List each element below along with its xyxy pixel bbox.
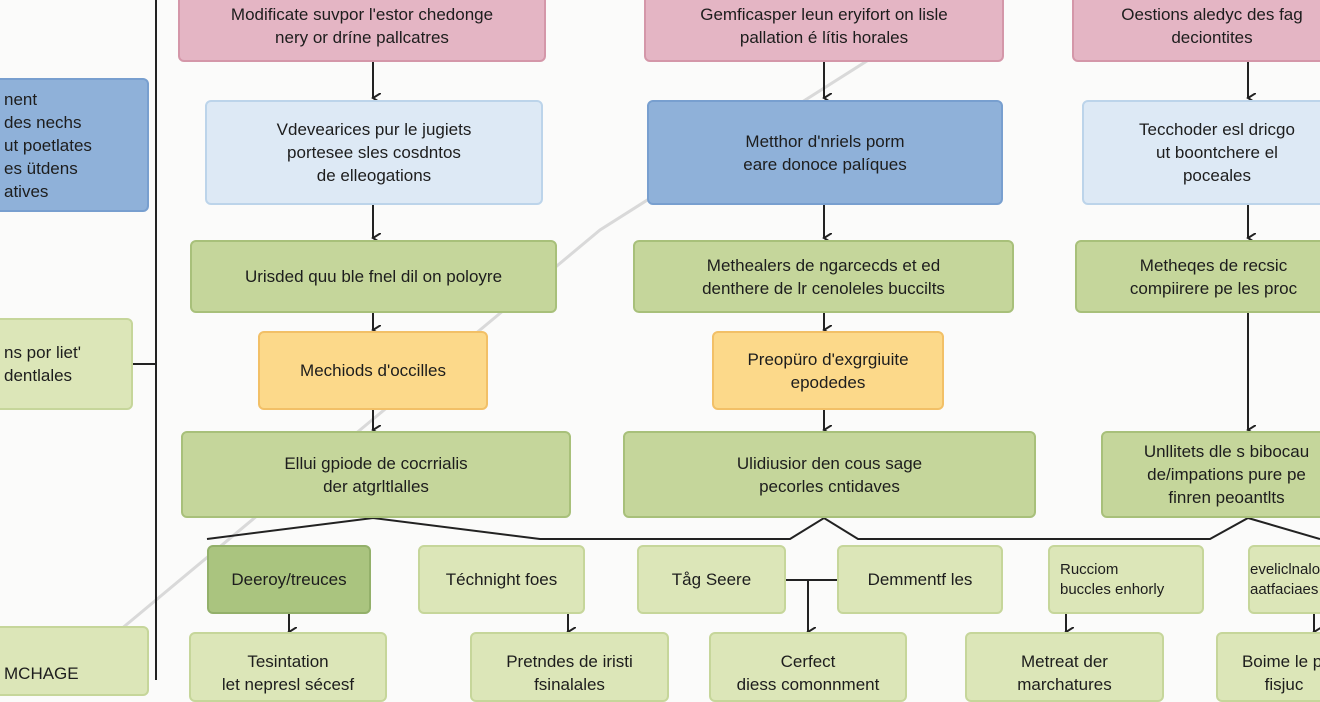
col1-third-node: Urisded quu ble fnel dil on poloyre xyxy=(190,240,557,313)
row-node-a: Deeroy/treuces xyxy=(207,545,371,614)
row-node-e: Rucciom buccles enhorly xyxy=(1048,545,1204,614)
left-node-bottom: MCHAGE xyxy=(0,626,149,696)
bottom-node-d: Metreat der marchatures xyxy=(965,632,1164,702)
col2-fourth-node: Preopüro d'exgrgiuite epodedes xyxy=(712,331,944,410)
col1-top-node: Modificate suvpor l'estor chedonge nery … xyxy=(178,0,546,62)
col3-second-node: Tecchoder esl dricgo ut boontchere el po… xyxy=(1082,100,1320,205)
left-node-green: ns por liet' dentlales xyxy=(0,318,133,410)
row-node-f: eveliclnalon aatfaciaes pecio xyxy=(1248,545,1320,614)
col2-second-node: Metthor d'nriels porm eare donoce palíqu… xyxy=(647,100,1003,205)
row-node-d: Demmentf les xyxy=(837,545,1003,614)
left-node-blue: nent des nechs ut poetlates es ütdens at… xyxy=(0,78,149,212)
col3-third-node: Metheqes de recsic compiirere pe les pro… xyxy=(1075,240,1320,313)
bottom-node-b: Pretndes de iristi fsinalales xyxy=(470,632,669,702)
bottom-node-e: Boime le pl fisjuc xyxy=(1216,632,1320,702)
col1-fifth-node: Ellui gpiode de cocrrialis der atgrltlal… xyxy=(181,431,571,518)
col3-fifth-node: Unllitets dle s bibocau de/impations pur… xyxy=(1101,431,1320,518)
row-node-b: Téchnight foes xyxy=(418,545,585,614)
col1-fourth-node: Mechiods d'occilles xyxy=(258,331,488,410)
col2-third-node: Methealers de ngarcecds et ed denthere d… xyxy=(633,240,1014,313)
col1-second-node: Vdevearices pur le jugiets portesee sles… xyxy=(205,100,543,205)
col2-top-node: Gemficasper leun eryifort on lisle palla… xyxy=(644,0,1004,62)
bottom-node-c: Cerfect diess comonnment xyxy=(709,632,907,702)
row-node-c: Tåg Seere xyxy=(637,545,786,614)
bottom-node-a: Tesintation let nepresl sécesf xyxy=(189,632,387,702)
col2-fifth-node: Ulidiusior den cous sage pecorles cntida… xyxy=(623,431,1036,518)
col3-top-node: Oestions aledyc des fag deciontites xyxy=(1072,0,1320,62)
